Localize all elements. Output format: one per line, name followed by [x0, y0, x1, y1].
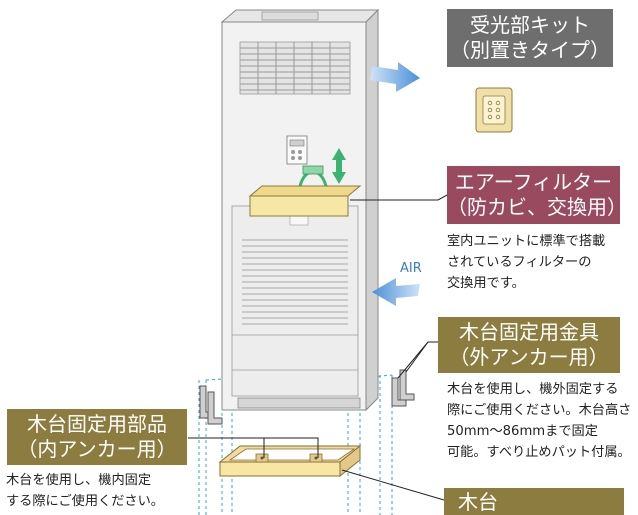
wood-stand-label-line1: 木台 — [458, 490, 498, 514]
wood-fixing-metal-desc-line: 可能。すべり止めパット付属。 — [447, 445, 631, 460]
wood-fixing-parts-label: 木台固定用部品 （内アンカー用） — [7, 409, 187, 465]
receiver-kit-label: 受光部キット （別置きタイプ） — [447, 9, 613, 67]
receiver-kit-icon — [475, 87, 513, 133]
wood-stand-label: 木台 — [444, 488, 624, 515]
air-filter-illustration — [248, 165, 362, 217]
airflow-in-arrow-icon — [372, 278, 420, 306]
airflow-out-arrow-icon — [370, 62, 420, 92]
wood-fixing-metal-desc-line: 際にご使用ください。木台高さ — [447, 403, 632, 418]
air-filter-label-line2: （防カビ、交換用） — [447, 195, 627, 219]
air-filter-desc-line: されているフィルターの — [447, 255, 592, 270]
filter-lift-arrow-icon — [332, 148, 346, 184]
wood-fixing-metal-description: 木台を使用し、機外固定する 際にご使用ください。木台高さ 50mm～86mmまで… — [447, 379, 631, 463]
wood-fixing-parts-desc-line: 木台を使用し、機内固定 — [6, 473, 152, 488]
wood-fixing-parts-label-line2: （内アンカー用） — [17, 437, 177, 461]
receiver-kit-label-line2: （別置きタイプ） — [450, 38, 610, 62]
wood-fixing-parts-desc-line: する際にご使用ください。 — [6, 494, 164, 509]
wood-fixing-metal-label-line2: （外アンカー用） — [449, 345, 609, 369]
wood-stand-illustration — [218, 444, 362, 478]
airflow-label: AIR — [400, 261, 422, 276]
air-filter-desc-line: 室内ユニットに標準で搭載 — [447, 234, 606, 249]
air-filter-label-line1: エアーフィルター — [454, 170, 613, 194]
leader-lines — [188, 187, 461, 501]
air-filter-desc-line: 交換用です。 — [447, 276, 525, 291]
wood-fixing-parts-description: 木台を使用し、機内固定 する際にご使用ください。 — [6, 470, 164, 512]
wood-fixing-metal-label: 木台固定用金具 （外アンカー用） — [438, 317, 620, 373]
air-filter-label: エアーフィルター （防カビ、交換用） — [447, 166, 627, 224]
wood-fixing-metal-desc-line: 50mm～86mmまで固定 — [447, 424, 598, 439]
wood-fixing-metal-label-line1: 木台固定用金具 — [459, 320, 599, 344]
external-anchor-bracket-icon — [391, 369, 415, 407]
wood-fixing-metal-desc-line: 木台を使用し、機外固定する — [447, 382, 619, 397]
receiver-kit-label-line1: 受光部キット — [470, 13, 590, 37]
internal-anchor-part-icon — [199, 385, 223, 425]
wood-fixing-parts-label-line1: 木台固定用部品 — [27, 412, 167, 436]
air-filter-description: 室内ユニットに標準で搭載 されているフィルターの 交換用です。 — [447, 231, 605, 294]
